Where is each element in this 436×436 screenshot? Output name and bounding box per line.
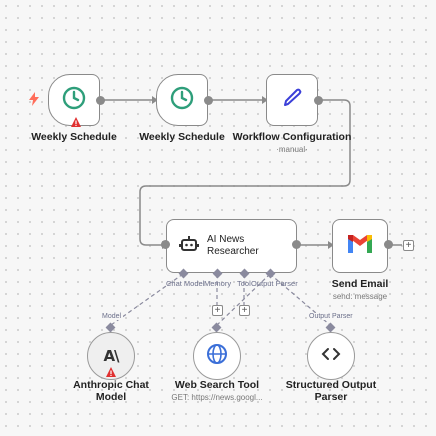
- node-label-line1: Structured Output: [285, 379, 377, 391]
- port-label-chat-model: Chat Model: [166, 279, 205, 288]
- edge-label-model: Model: [100, 313, 124, 320]
- bolt-icon: [29, 92, 39, 111]
- node-label: Weekly Schedule: [31, 131, 117, 143]
- warning-icon: [71, 114, 81, 127]
- add-memory-button[interactable]: +: [212, 305, 223, 316]
- node-label: Web Search Tool: [174, 379, 260, 391]
- port-label-memory: Memory: [204, 279, 232, 288]
- robot-icon: [179, 234, 199, 259]
- clock-icon: [169, 85, 195, 116]
- web-search-tool-node[interactable]: [193, 332, 241, 380]
- edge-label-output-parser: Output Parser: [307, 313, 355, 320]
- input-port[interactable]: [211, 322, 222, 333]
- output-handle[interactable]: [384, 240, 393, 249]
- code-icon: [321, 346, 341, 367]
- port-label-tool: Tool: [237, 279, 251, 288]
- node-label: Workflow Configuration: [232, 131, 352, 143]
- node-label-line2: Model: [95, 391, 127, 403]
- pencil-icon: [279, 85, 305, 116]
- output-handle[interactable]: [96, 96, 105, 105]
- anthropic-icon: A\: [103, 347, 119, 365]
- output-handle[interactable]: [204, 96, 213, 105]
- send-email-node[interactable]: [332, 219, 388, 273]
- input-port[interactable]: [105, 322, 116, 333]
- weekly-schedule-node-1[interactable]: [48, 74, 100, 126]
- ai-news-researcher-node[interactable]: AI News Researcher: [166, 219, 297, 273]
- weekly-schedule-node-2[interactable]: [156, 74, 208, 126]
- node-subtitle: send: message: [332, 292, 388, 301]
- warning-icon: [106, 364, 116, 377]
- globe-icon: [206, 343, 228, 370]
- workflow-configuration-node[interactable]: [266, 74, 318, 126]
- node-subtitle: GET: https://news.googl...: [171, 393, 263, 402]
- node-subtitle: ·manual·: [276, 145, 308, 154]
- add-tool-button[interactable]: +: [239, 305, 250, 316]
- port-label-output-parser: Output Parser: [251, 279, 298, 288]
- gmail-icon: [346, 233, 374, 260]
- add-node-button[interactable]: +: [403, 240, 414, 251]
- input-port[interactable]: [325, 322, 336, 333]
- agent-title: AI News Researcher: [207, 234, 259, 257]
- output-handle[interactable]: [292, 240, 301, 249]
- structured-output-parser-node[interactable]: [307, 332, 355, 380]
- node-label-line2: Parser: [314, 391, 348, 403]
- node-label: Send Email: [331, 278, 389, 290]
- clock-icon: [61, 85, 87, 116]
- node-label-line1: Anthropic Chat: [73, 379, 149, 391]
- node-label: Weekly Schedule: [139, 131, 225, 143]
- input-handle[interactable]: [161, 240, 170, 249]
- output-handle[interactable]: [314, 96, 323, 105]
